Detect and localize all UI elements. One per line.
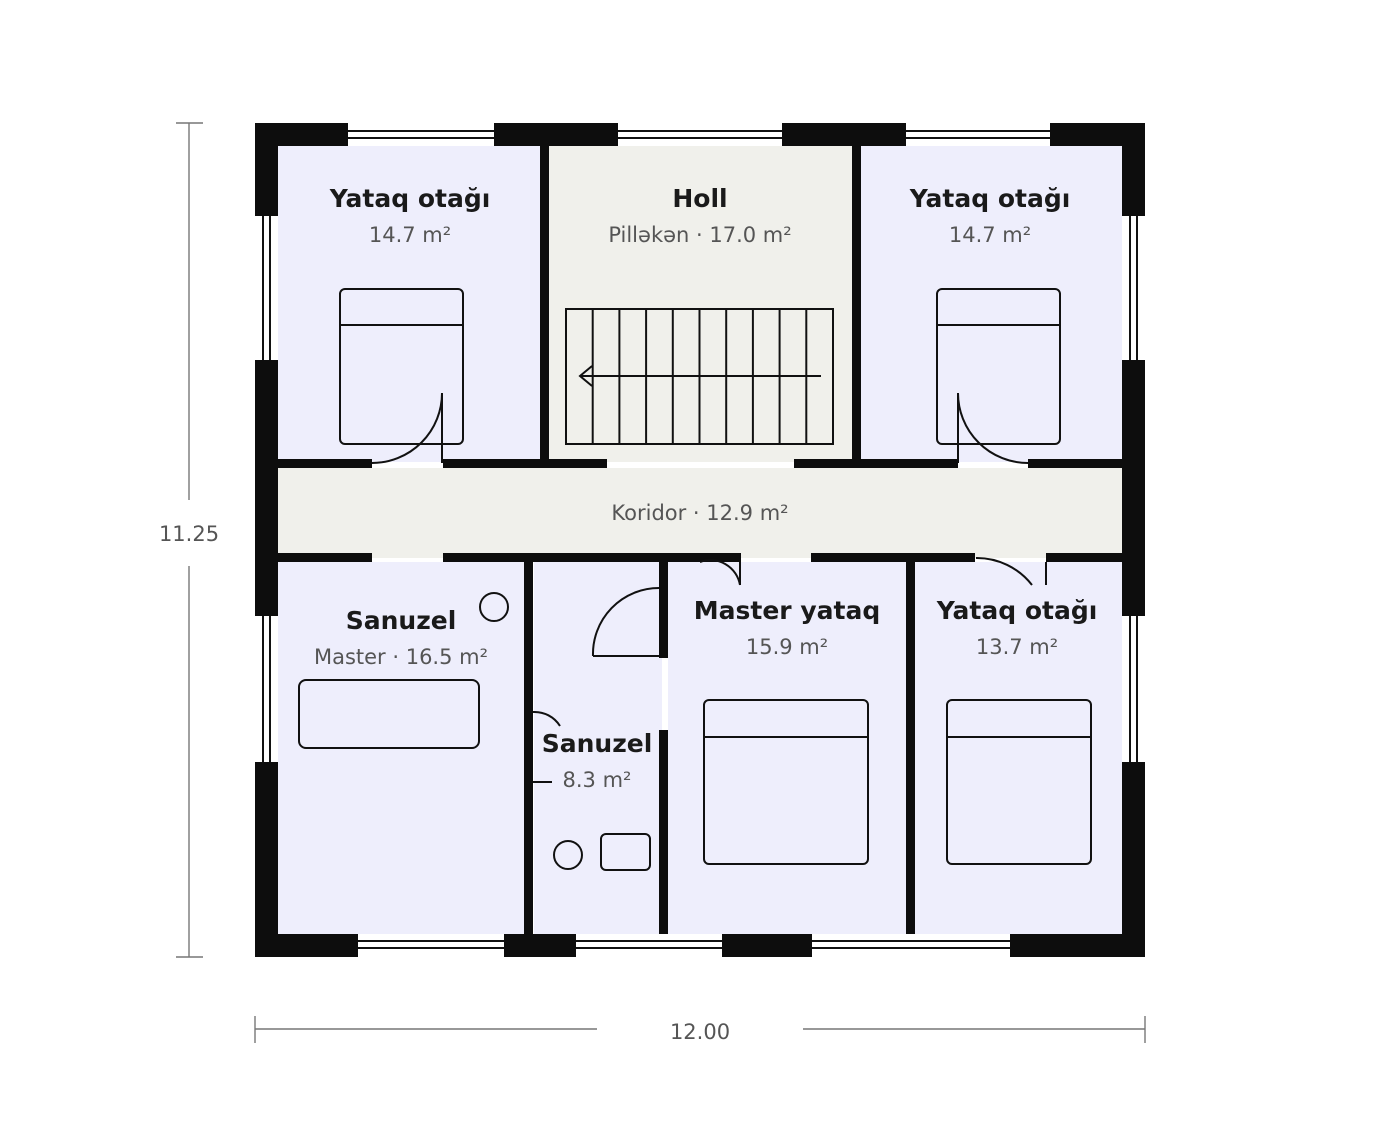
room-fill-bedroom-1: [278, 146, 542, 462]
room-fill-bedroom-3: [914, 562, 1122, 934]
room-name-holl: Holl: [672, 184, 727, 213]
master-sink: [479, 592, 509, 622]
room-fill-bedroom-2: [858, 146, 1122, 462]
dimension-width-label: 12.00: [670, 1020, 730, 1044]
room-area-bedroom-3: 13.7 m²: [976, 635, 1058, 659]
room-name-master-bedroom: Master yataq: [694, 596, 880, 625]
bed-2: [936, 288, 1061, 445]
bathtub: [298, 679, 480, 749]
room-area-sanuzel-master: Master · 16.5 m²: [314, 645, 488, 669]
room-area-bedroom-2: 14.7 m²: [949, 223, 1031, 247]
dimension-height-label: 11.25: [159, 522, 219, 546]
room-name-sanuzel-master: Sanuzel: [346, 606, 457, 635]
furniture: [298, 288, 1092, 871]
room-area-bedroom-1: 14.7 m²: [369, 223, 451, 247]
dimension-width: [254, 1016, 1146, 1043]
bed-1: [339, 288, 464, 445]
room-name-bedroom-2: Yataq otağı: [909, 184, 1071, 213]
toilet: [553, 840, 583, 870]
staircase: [565, 308, 834, 445]
dimension-height: [176, 122, 203, 958]
room-area-master-bedroom: 15.9 m²: [746, 635, 828, 659]
room-name-sanuzel: Sanuzel: [542, 729, 653, 758]
bed-3: [946, 699, 1092, 865]
room-name-bedroom-1: Yataq otağı: [329, 184, 491, 213]
room-fill-koridor: [278, 468, 1122, 558]
room-fill-sanuzel: [534, 562, 662, 934]
room-name-bedroom-3: Yataq otağı: [936, 596, 1098, 625]
doors: [371, 392, 1047, 783]
windows: [262, 130, 1138, 949]
room-area-koridor: Koridor · 12.9 m²: [611, 501, 788, 525]
interior-walls: [278, 146, 1122, 934]
washbasin: [600, 833, 651, 871]
room-area-sanuzel: 8.3 m²: [563, 768, 632, 792]
room-area-holl: Pilləkən · 17.0 m²: [608, 223, 791, 247]
master-bed: [703, 699, 869, 865]
exterior-walls: [255, 123, 1145, 957]
